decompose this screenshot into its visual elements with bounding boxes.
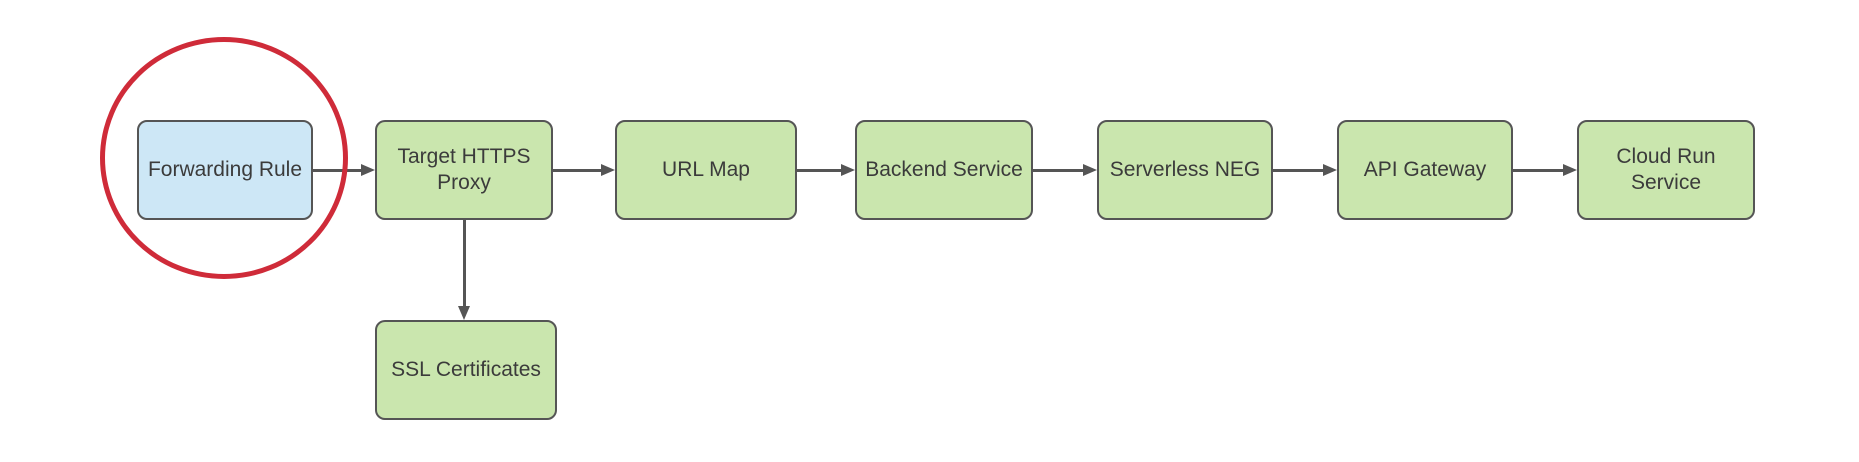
node-backend-service-label: Backend Service	[865, 158, 1023, 181]
node-api-gateway: API Gateway	[1337, 120, 1513, 220]
node-target-https-proxy: Target HTTPS Proxy	[375, 120, 553, 220]
arrow-api-gateway-to-cloud-run-service	[1513, 163, 1577, 176]
node-serverless-neg: Serverless NEG	[1097, 120, 1273, 220]
node-backend-service: Backend Service	[855, 120, 1033, 220]
arrow-serverless-neg-to-api-gateway	[1273, 163, 1337, 176]
node-cloud-run-service-label: Cloud Run Service	[1616, 145, 1716, 194]
arrow-target-https-proxy-to-url-map	[553, 163, 615, 176]
node-cloud-run-service: Cloud Run Service	[1577, 120, 1755, 220]
node-url-map-label: URL Map	[662, 158, 750, 181]
arrow-url-map-to-backend-service	[797, 163, 855, 176]
node-ssl-certificates-label: SSL Certificates	[391, 358, 541, 381]
arrow-target-https-proxy-to-ssl-certificates	[457, 220, 470, 320]
node-url-map: URL Map	[615, 120, 797, 220]
node-forwarding-rule-label: Forwarding Rule	[147, 158, 303, 181]
node-ssl-certificates: SSL Certificates	[375, 320, 557, 420]
node-target-https-proxy-label: Target HTTPS Proxy	[397, 145, 531, 194]
node-serverless-neg-label: Serverless NEG	[1109, 158, 1261, 181]
node-forwarding-rule: Forwarding Rule	[137, 120, 313, 220]
arrow-backend-service-to-serverless-neg	[1033, 163, 1097, 176]
arrow-forwarding-rule-to-target-https-proxy	[313, 163, 375, 176]
node-api-gateway-label: API Gateway	[1363, 158, 1487, 181]
